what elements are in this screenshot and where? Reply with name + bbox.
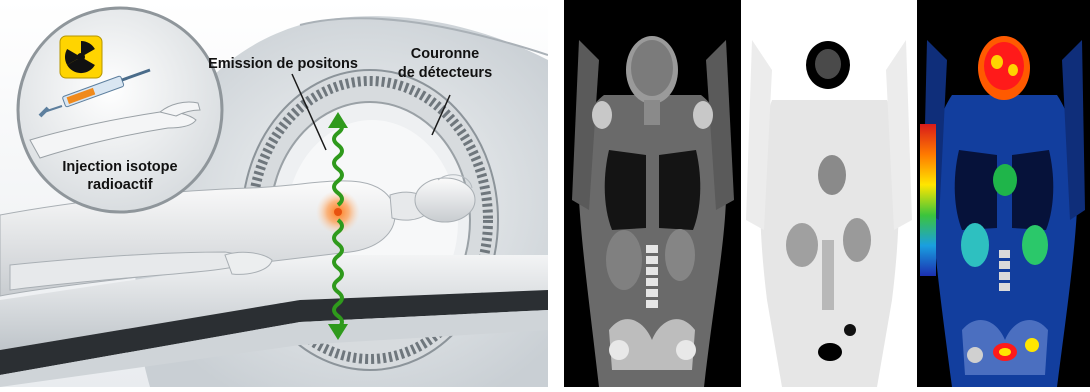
- pet-scan: [742, 0, 916, 387]
- radiation-hazard-icon: [60, 36, 102, 78]
- emission-label: Emission de positons: [208, 56, 358, 72]
- pet-scan-image: [742, 0, 916, 387]
- detector-label-line1: Couronne: [411, 46, 479, 62]
- injection-bubble: Injection isotope radioactif: [18, 8, 222, 212]
- pet-ct-fusion-scan: [917, 0, 1090, 387]
- pet-ct-fusion-image: [917, 0, 1090, 387]
- pet-scanner-illustration: Injection isotope radioactif Emission de…: [0, 0, 548, 387]
- detector-label-line2: de détecteurs: [398, 65, 492, 81]
- injection-label-line1: Injection isotope: [62, 159, 177, 175]
- pet-intensity-colorbar: [920, 124, 936, 276]
- pet-scanner-drawing: Injection isotope radioactif Emission de…: [0, 0, 548, 387]
- ct-scan-image: [564, 0, 741, 387]
- ct-scan: [564, 0, 741, 387]
- injection-label-line2: radioactif: [87, 177, 152, 193]
